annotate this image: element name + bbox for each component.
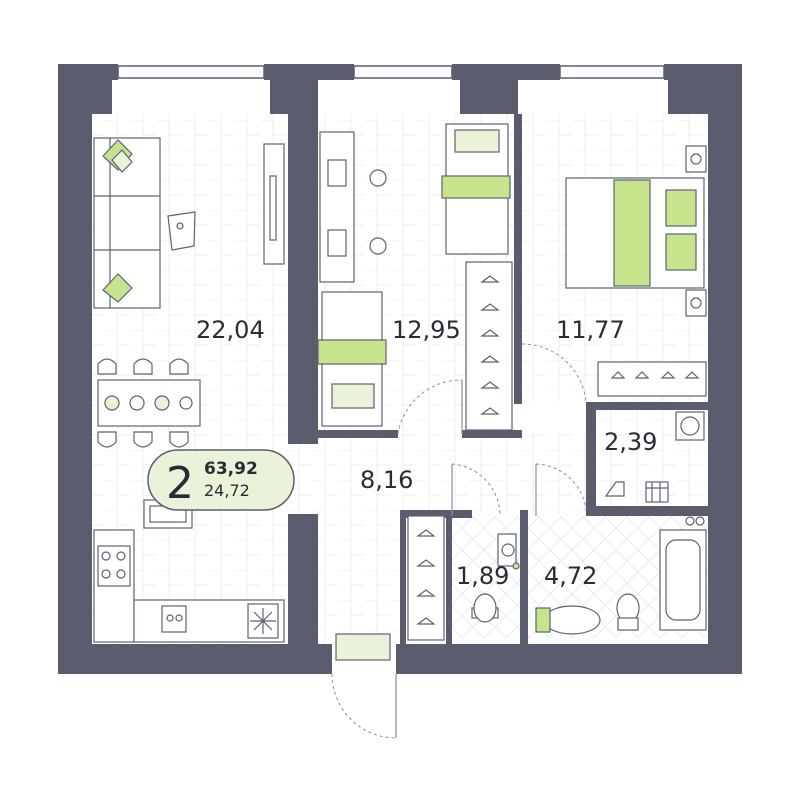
desk	[319, 131, 355, 283]
toilet-1	[473, 593, 497, 623]
wardrobe-master	[597, 361, 707, 397]
bath-mat	[535, 607, 551, 633]
walls	[58, 64, 742, 674]
toilet-furniture	[471, 533, 520, 623]
door-swings	[331, 343, 587, 739]
area-bedroom-children: 12,95	[392, 316, 461, 344]
bath-sink	[543, 605, 601, 635]
area-labels: 22,04 12,95 11,77 8,16 2,39 1,89 4,72	[196, 316, 657, 590]
hall-furniture	[335, 515, 445, 661]
window-living	[117, 65, 265, 79]
room-count: 2	[166, 458, 194, 509]
living-area: 24,72	[204, 481, 250, 500]
total-area: 63,92	[204, 459, 258, 479]
living-furniture	[93, 137, 285, 643]
cushion-bottom	[102, 273, 133, 303]
area-toilet: 1,89	[456, 562, 509, 590]
door-leaves	[395, 380, 537, 738]
entry-mat	[335, 633, 391, 661]
area-bedroom-master: 11,77	[556, 316, 625, 344]
area-living-kitchen: 22,04	[196, 316, 265, 344]
floor-hall-lower	[318, 510, 400, 644]
stove	[97, 545, 131, 587]
window-master	[559, 65, 665, 79]
laundry-furniture	[604, 411, 705, 503]
windows	[117, 65, 665, 79]
iron-icon	[604, 481, 625, 497]
area-hall: 8,16	[360, 466, 413, 494]
children-furniture	[317, 123, 513, 431]
bathroom-furniture	[535, 516, 707, 635]
master-furniture	[565, 145, 707, 397]
area-laundry: 2,39	[604, 428, 657, 456]
laundry-basket	[645, 481, 669, 503]
hangers-children	[480, 275, 500, 415]
area-bathroom: 4,72	[544, 562, 597, 590]
summary-badge-bg	[147, 449, 295, 511]
coffee-table	[167, 211, 196, 251]
summary-badge: 2 63,92 24,72	[147, 449, 295, 511]
wardrobe-children	[465, 261, 513, 431]
window-children	[353, 65, 453, 79]
